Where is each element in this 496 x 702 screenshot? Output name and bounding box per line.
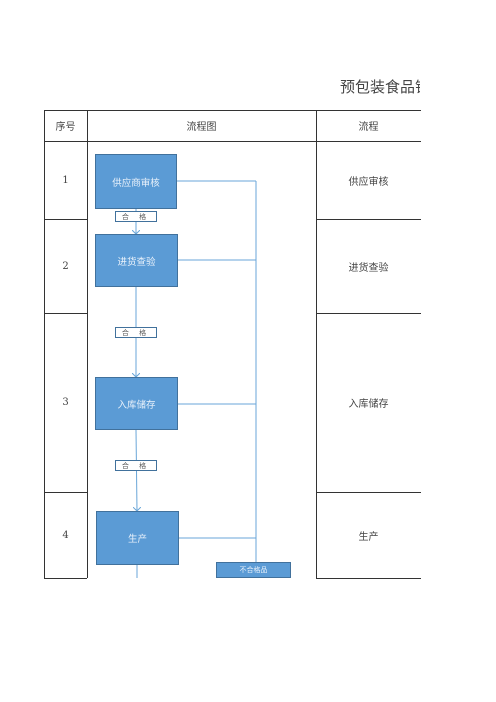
row-number: 4 [62, 529, 69, 541]
row-number: 2 [62, 260, 69, 272]
grid-line [44, 313, 87, 314]
header-flowchart: 流程图 [186, 122, 217, 133]
grid-line [316, 492, 421, 493]
grid-line [316, 578, 421, 579]
row-number: 1 [62, 174, 69, 186]
flow-step-supplier-review: 供应商审核 [95, 154, 177, 209]
header-process: 流程 [358, 122, 379, 133]
flow-step-incoming-inspection: 进货查验 [95, 234, 178, 287]
row-process: 供应审核 [348, 176, 389, 188]
grid-line [44, 110, 45, 578]
grid-line [44, 110, 421, 111]
grid-line [316, 219, 421, 220]
flow-step-production: 生产 [96, 511, 179, 565]
grid-line [316, 110, 317, 578]
grid-line [44, 141, 421, 142]
row-process: 进货查验 [348, 262, 389, 274]
flow-step-nonconforming: 不合格品 [216, 562, 291, 578]
flow-step-warehouse-storage: 入库储存 [95, 377, 178, 430]
grid-line [44, 219, 87, 220]
row-number: 3 [62, 397, 69, 408]
header-seq: 序号 [55, 122, 76, 133]
row-process: 生产 [358, 531, 379, 543]
pass-label: 合 格 [115, 327, 157, 338]
grid-line [44, 492, 87, 493]
grid-line [44, 578, 87, 579]
pass-label: 合 格 [115, 211, 157, 222]
document-title: 预包装食品销 [340, 78, 420, 96]
row-process: 入库储存 [348, 399, 389, 410]
grid-line [316, 313, 421, 314]
grid-line [87, 110, 88, 578]
pass-label: 合 格 [115, 460, 157, 471]
